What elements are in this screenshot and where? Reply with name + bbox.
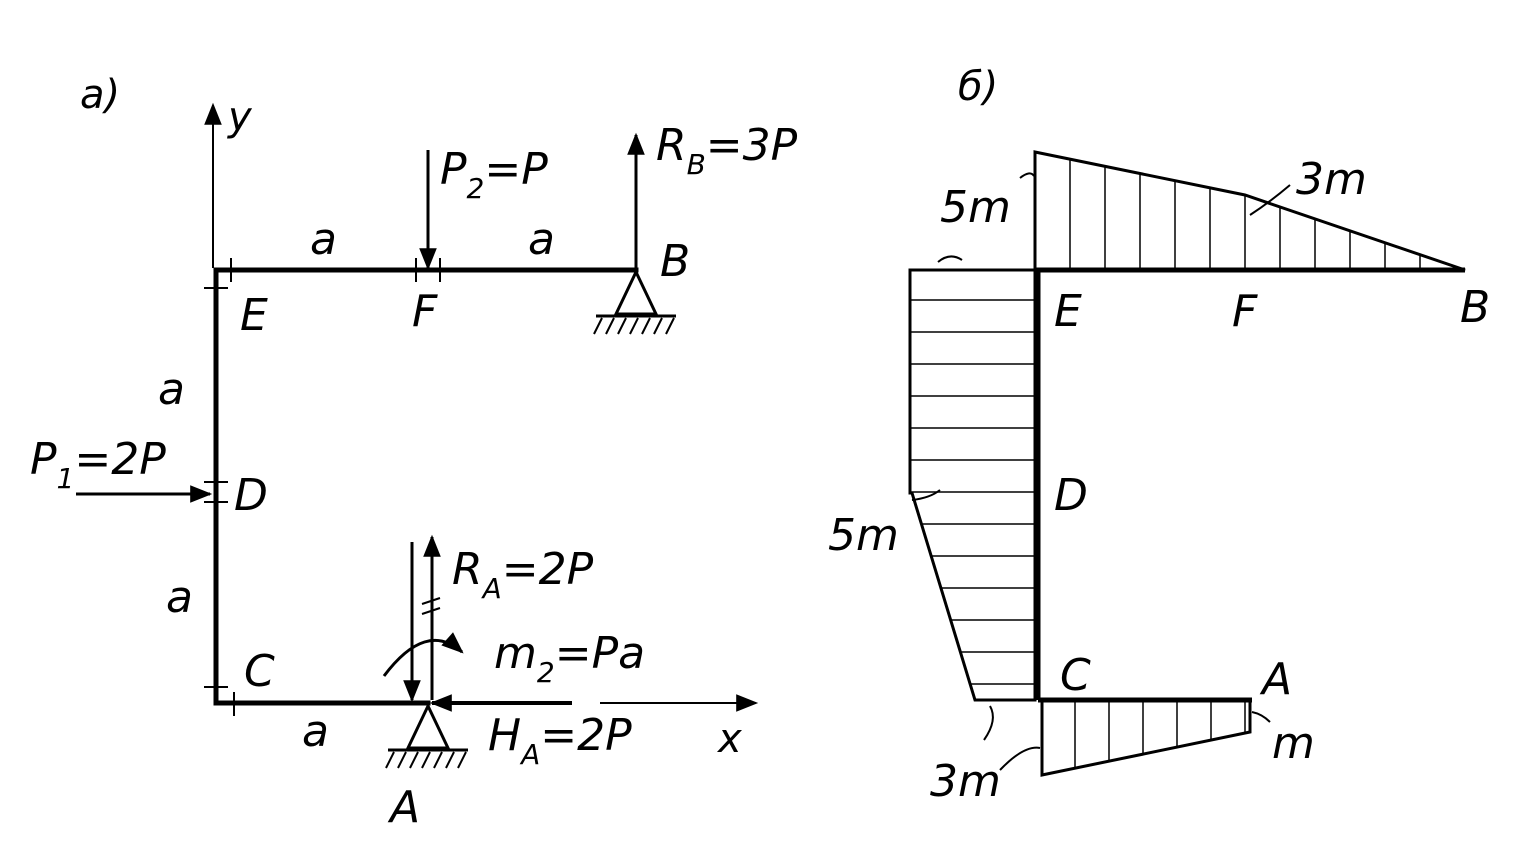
- y-axis-label: y: [227, 94, 253, 140]
- diagram-hatching: [910, 159, 1456, 769]
- point-b-label: B: [660, 236, 690, 287]
- point-f-label: F: [412, 286, 438, 337]
- support-b: [593, 268, 676, 335]
- force-p2-sub: 2: [467, 172, 485, 205]
- force-ra-main: R: [452, 544, 483, 595]
- force-ra-sub: A: [481, 572, 502, 605]
- support-a: [385, 702, 468, 769]
- force-m2-rest: =Pa: [555, 628, 645, 679]
- diagram-ec: [908, 268, 1037, 702]
- force-p1-sub: 1: [57, 462, 75, 495]
- point-e-label: E: [240, 290, 268, 341]
- diagram-eb: [1033, 150, 1466, 272]
- value-d: 5m: [828, 510, 899, 561]
- point-c-label: C: [244, 646, 275, 697]
- force-rb-main: R: [656, 120, 687, 171]
- dim-fb: a: [528, 214, 555, 265]
- panel-a: a) y x: [30, 72, 798, 833]
- force-p2-rest: =P: [484, 144, 548, 195]
- point-d-label: D: [234, 470, 268, 521]
- value-leaders: [911, 172, 1291, 771]
- diagram-ca: [1040, 698, 1252, 777]
- force-ha-main: H: [488, 710, 521, 761]
- dim-dc: a: [166, 572, 193, 623]
- force-m2-sub: 2: [537, 656, 555, 689]
- force-ha-label: HA=2P: [488, 710, 632, 771]
- diagram-point-a: A: [1259, 654, 1292, 705]
- diagram-frame: [1035, 267, 1465, 703]
- force-p1-label: P1=2P: [30, 434, 166, 495]
- value-c: 3m: [930, 756, 1001, 807]
- force-ha-rest: =2P: [540, 710, 632, 761]
- value-f: 3m: [1296, 154, 1367, 205]
- panel-b: б) E F B D C A 5m 3m: [828, 64, 1490, 807]
- force-rb-rest: =3P: [706, 120, 798, 171]
- force-ra-rest: =2P: [502, 544, 594, 595]
- force-p2-main: P: [440, 144, 467, 195]
- force-p1-main: P: [30, 434, 57, 485]
- diagram-point-f: F: [1232, 286, 1258, 337]
- point-a-label: A: [387, 782, 420, 833]
- force-ra-label: RA=2P: [452, 544, 594, 605]
- moment-m2-arrow: [382, 632, 464, 677]
- panel-a-label: a): [80, 72, 120, 118]
- force-m2-label: m2=Pa: [494, 628, 645, 689]
- force-rb-label: RB=3P: [656, 120, 798, 181]
- dim-ef: a: [310, 214, 337, 265]
- x-axis-label: x: [716, 716, 742, 762]
- dim-ed: a: [158, 364, 185, 415]
- value-a: m: [1272, 718, 1315, 769]
- force-p1-rest: =2P: [74, 434, 166, 485]
- force-p2-label: P2=P: [440, 144, 548, 205]
- diagram-point-c: C: [1060, 650, 1091, 701]
- diagram-point-b: B: [1460, 282, 1490, 333]
- force-rb-sub: B: [687, 148, 706, 181]
- value-e-top: 5m: [940, 182, 1011, 233]
- diagram-point-d: D: [1054, 470, 1088, 521]
- force-ha-sub: A: [519, 738, 540, 771]
- dim-ca: a: [302, 706, 329, 757]
- diagram-point-e: E: [1054, 286, 1082, 337]
- panel-b-label: б): [958, 64, 998, 110]
- force-m2-main: m: [494, 628, 537, 679]
